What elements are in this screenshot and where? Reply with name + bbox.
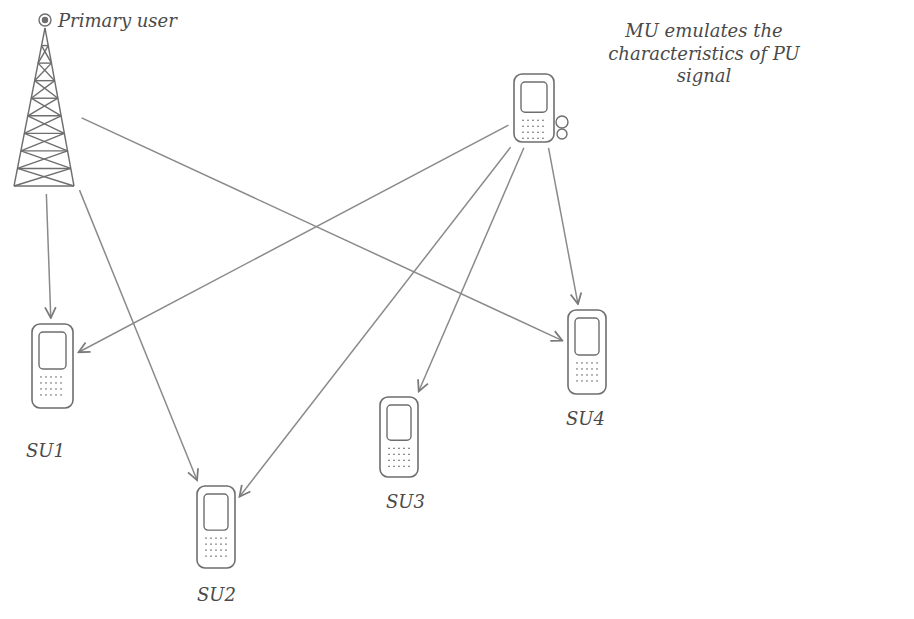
keypad-row	[40, 388, 65, 389]
tower-brace	[38, 46, 48, 64]
antenna-ring	[39, 14, 51, 26]
keypad-row	[388, 454, 410, 455]
tower-rung	[28, 115, 61, 116]
tower-brace	[31, 81, 54, 99]
tower-brace	[38, 63, 55, 81]
keypad-row	[40, 382, 65, 383]
tower-rung	[31, 98, 58, 99]
tower-rung	[14, 185, 74, 186]
keypad-row	[388, 448, 410, 449]
keypad-row	[40, 376, 65, 377]
node-label: SU2	[197, 584, 257, 607]
icon-outline	[8, 10, 78, 190]
keypad-row	[388, 466, 410, 467]
keypad-row	[205, 538, 227, 539]
signal-arrow	[549, 148, 578, 304]
node-label: Primary user	[58, 10, 198, 33]
secondary-user-phone: SU2	[195, 484, 237, 570]
icon-outline	[30, 322, 75, 410]
node-label: SU3	[386, 491, 446, 514]
tower-brace	[17, 151, 67, 169]
phone-attachment	[557, 129, 567, 139]
malicious-user-phone: MU emulates the characteristics of PU si…	[512, 72, 570, 144]
phone-screen	[575, 318, 599, 355]
node-label: SU4	[566, 408, 626, 431]
signal-arrow	[419, 148, 524, 392]
tower-brace	[24, 116, 61, 134]
keypad-row	[576, 374, 598, 375]
icon-outline	[195, 484, 237, 570]
signal-arrow	[80, 190, 198, 480]
secondary-user-phone: SU3	[378, 395, 420, 479]
tower-brace	[31, 98, 61, 116]
tower-brace	[35, 81, 58, 99]
tower-brace	[28, 116, 65, 134]
keypad-row	[205, 544, 227, 545]
tower-brace	[28, 98, 58, 116]
keypad-row	[205, 556, 227, 557]
tower-rung	[38, 62, 51, 63]
phone-screen	[521, 82, 547, 112]
keypad-row	[576, 380, 598, 381]
phone-body	[197, 486, 235, 568]
signal-arrow	[46, 194, 50, 318]
node-label: SU1	[26, 440, 86, 463]
primary-user-tower: Primary user	[8, 10, 78, 190]
keypad-row	[576, 362, 598, 363]
icon-outline	[566, 308, 608, 396]
icon-outline	[512, 72, 570, 144]
phone-screen	[387, 405, 411, 440]
tower-brace	[21, 151, 71, 169]
tower-brace	[14, 168, 71, 186]
secondary-user-phone: SU4	[566, 308, 608, 396]
phone-body	[380, 397, 418, 477]
keypad-row	[40, 394, 65, 395]
tower-rung	[24, 133, 64, 134]
signal-arrow	[82, 118, 563, 341]
antenna-dot	[43, 18, 48, 23]
keypad-row	[576, 368, 598, 369]
tower-rung	[35, 80, 55, 81]
tower-brace	[35, 63, 52, 81]
phone-attachment	[556, 116, 568, 128]
phone-screen	[39, 332, 66, 369]
keypad-row	[388, 460, 410, 461]
phone-body	[514, 74, 554, 142]
signal-arrow	[79, 125, 509, 352]
tower-leg	[14, 28, 45, 186]
icon-outline	[378, 395, 420, 479]
keypad-row	[522, 126, 546, 127]
note-text: MU emulates the characteristics of PU si…	[594, 20, 814, 88]
keypad-row	[522, 138, 546, 139]
keypad-row	[522, 132, 546, 133]
tower-brace	[24, 133, 67, 151]
tower-brace	[17, 168, 74, 186]
secondary-user-phone: SU1	[30, 322, 75, 410]
tower-rung	[17, 168, 70, 169]
tower-icon	[14, 14, 74, 186]
phone-screen	[204, 494, 228, 530]
keypad-row	[522, 120, 546, 121]
signal-arrow	[239, 147, 510, 497]
phone-body	[32, 324, 73, 408]
tower-brace	[21, 133, 64, 151]
tower-rung	[21, 150, 68, 151]
keypad-row	[205, 550, 227, 551]
tower-leg	[45, 28, 74, 186]
phone-body	[568, 310, 606, 394]
